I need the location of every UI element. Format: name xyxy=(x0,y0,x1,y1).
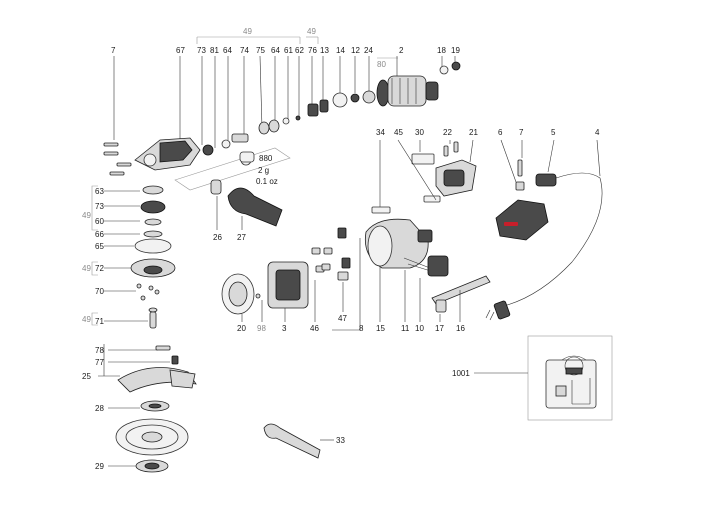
label-47: 47 xyxy=(338,314,347,323)
label-1001: 1001 xyxy=(452,369,470,378)
detail-1001 xyxy=(474,335,613,421)
gear-housing-67 xyxy=(134,137,201,171)
part-labels: 7 67 73 81 64 74 75 64 61 62 76 13 14 12… xyxy=(82,27,600,471)
label-64b: 64 xyxy=(271,46,280,55)
label-2g: 2 g xyxy=(258,166,269,175)
armature-2 xyxy=(376,61,461,107)
label-12: 12 xyxy=(351,46,360,55)
label-66: 66 xyxy=(95,230,104,239)
label-7b: 7 xyxy=(519,128,524,137)
stator-parts xyxy=(221,261,309,322)
label-67: 67 xyxy=(176,46,185,55)
label-45: 45 xyxy=(394,128,403,137)
grease-880 xyxy=(174,147,291,191)
switch-parts xyxy=(403,255,491,322)
label-46: 46 xyxy=(310,324,319,333)
screws-7 xyxy=(103,142,132,176)
label-4: 4 xyxy=(595,128,600,137)
label-2: 2 xyxy=(399,46,404,55)
label-22: 22 xyxy=(443,128,452,137)
label-18: 18 xyxy=(437,46,446,55)
rear-handle-21 xyxy=(397,139,477,203)
wrench-33 xyxy=(263,423,334,459)
rear-cap xyxy=(495,139,555,241)
label-81: 81 xyxy=(210,46,219,55)
label-24: 24 xyxy=(364,46,373,55)
label-10: 10 xyxy=(415,324,424,333)
label-19: 19 xyxy=(451,46,460,55)
label-64: 64 xyxy=(223,46,232,55)
side-handle-27 xyxy=(210,179,283,230)
label-72: 72 xyxy=(95,264,104,273)
label-76: 76 xyxy=(308,46,317,55)
label-01oz: 0.1 oz xyxy=(256,177,278,186)
label-78: 78 xyxy=(95,346,104,355)
bracket-49-left xyxy=(91,185,148,326)
spindle-parts xyxy=(202,90,376,166)
guard-25 xyxy=(98,344,197,473)
label-13: 13 xyxy=(320,46,329,55)
label-3: 3 xyxy=(282,324,287,333)
label-73: 73 xyxy=(197,46,206,55)
label-98: 98 xyxy=(257,324,266,333)
label-49c: 49 xyxy=(82,211,91,220)
label-20: 20 xyxy=(237,324,246,333)
label-60: 60 xyxy=(95,217,104,226)
label-29: 29 xyxy=(95,462,104,471)
label-62: 62 xyxy=(295,46,304,55)
label-27: 27 xyxy=(237,233,246,242)
label-75: 75 xyxy=(256,46,265,55)
label-33: 33 xyxy=(336,436,345,445)
label-77: 77 xyxy=(95,358,104,367)
label-63: 63 xyxy=(95,187,104,196)
label-880: 880 xyxy=(259,154,273,163)
brushes xyxy=(311,227,361,331)
label-15: 15 xyxy=(376,324,385,333)
label-61: 61 xyxy=(284,46,293,55)
label-30: 30 xyxy=(415,128,424,137)
label-16: 16 xyxy=(456,324,465,333)
label-25: 25 xyxy=(82,372,91,381)
label-7: 7 xyxy=(111,46,116,55)
label-8: 8 xyxy=(359,324,364,333)
label-14: 14 xyxy=(336,46,345,55)
label-49e: 49 xyxy=(82,315,91,324)
label-71: 71 xyxy=(95,317,104,326)
label-34: 34 xyxy=(376,128,385,137)
label-74: 74 xyxy=(240,46,249,55)
label-49-top: 49 xyxy=(243,27,252,36)
label-5: 5 xyxy=(551,128,556,137)
left-column-parts xyxy=(130,185,176,329)
label-26: 26 xyxy=(213,233,222,242)
label-17: 17 xyxy=(435,324,444,333)
label-73b: 73 xyxy=(95,202,104,211)
power-cable-4 xyxy=(485,139,603,321)
bracket-49-top xyxy=(196,36,398,59)
label-11: 11 xyxy=(401,324,410,333)
label-28: 28 xyxy=(95,404,104,413)
label-80: 80 xyxy=(377,60,386,69)
motor-housing-15 xyxy=(364,140,433,322)
label-21: 21 xyxy=(469,128,478,137)
label-6: 6 xyxy=(498,128,503,137)
label-49d: 49 xyxy=(82,264,91,273)
leader-lines xyxy=(113,55,456,148)
label-70: 70 xyxy=(95,287,104,296)
label-49-top2: 49 xyxy=(307,27,316,36)
label-65: 65 xyxy=(95,242,104,251)
